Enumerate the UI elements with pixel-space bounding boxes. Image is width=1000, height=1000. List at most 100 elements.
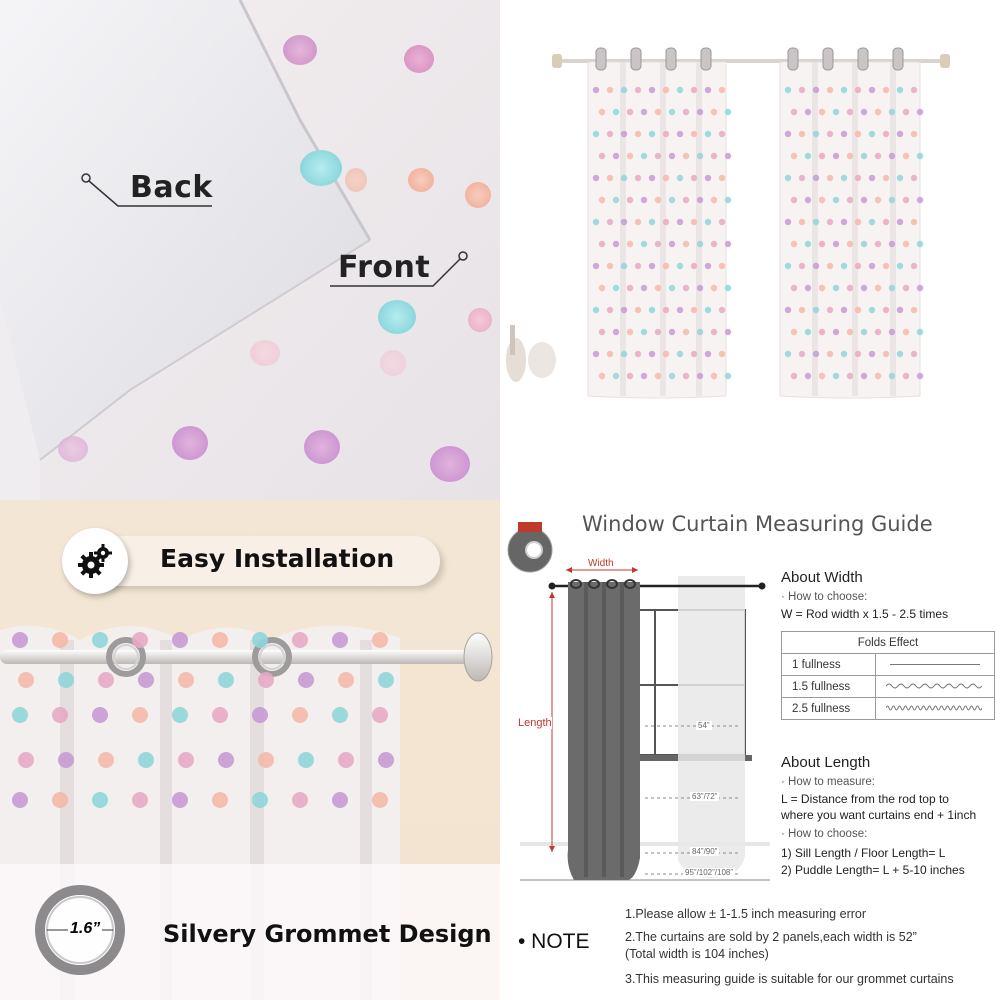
pompom-dot <box>626 328 634 336</box>
pompom-dot <box>832 240 840 248</box>
pompom-dot <box>696 284 704 292</box>
length-label: Length <box>518 717 552 729</box>
pompom-dot <box>606 86 614 94</box>
pompom-dot <box>626 284 634 292</box>
pompom-dot <box>592 174 600 182</box>
pompom-dot <box>668 284 676 292</box>
pompom-dot <box>888 284 896 292</box>
pompom-dot <box>790 240 798 248</box>
pompom-dot <box>338 752 354 768</box>
pompom-dot <box>606 130 614 138</box>
pompom-dot <box>860 240 868 248</box>
pompom-dot <box>818 196 826 204</box>
pompom-dot <box>612 328 620 336</box>
pompom-dot <box>846 240 854 248</box>
pompom-dot <box>882 218 890 226</box>
pompom-dot <box>784 350 792 358</box>
length-how-to-choose: · How to choose: <box>781 828 868 840</box>
pompom <box>250 340 280 366</box>
pompom-dot <box>812 174 820 182</box>
pompom-dot <box>846 108 854 116</box>
pompom-dot <box>784 262 792 270</box>
table-row: 2.5 fullness <box>781 697 995 720</box>
pompom-dot <box>874 372 882 380</box>
pompom-dot <box>868 130 876 138</box>
pompom-dot <box>710 240 718 248</box>
pompom-dot <box>682 372 690 380</box>
mark-84-90: 84”/90” <box>690 847 720 856</box>
pompom <box>430 446 470 482</box>
grommet-design-caption: Silvery Grommet Design <box>163 920 492 948</box>
pompom-dot <box>132 792 148 808</box>
pompom-dot <box>690 174 698 182</box>
pompom-dot <box>620 130 628 138</box>
pompom-dot <box>798 262 806 270</box>
pompom-dot <box>798 130 806 138</box>
pompom-dot <box>634 262 642 270</box>
pompom-dot <box>832 328 840 336</box>
pompom-dot <box>790 196 798 204</box>
pompom-dot <box>338 672 354 688</box>
pompom-dot <box>910 262 918 270</box>
pompom-dot <box>634 350 642 358</box>
pompom-dot <box>620 174 628 182</box>
pompom-dot <box>682 328 690 336</box>
pompom-dot <box>826 174 834 182</box>
pompom-dot <box>854 306 862 314</box>
pompom-dot <box>598 108 606 116</box>
pompom-dot <box>888 152 896 160</box>
pompom-dot <box>606 306 614 314</box>
pompom-dot <box>662 306 670 314</box>
pompom-dot <box>902 152 910 160</box>
pompom-dot <box>18 752 34 768</box>
pompom-dot <box>804 196 812 204</box>
pompom-dot <box>634 130 642 138</box>
pompom-dot <box>292 632 308 648</box>
pompom-dot <box>804 284 812 292</box>
pompom-dot <box>868 86 876 94</box>
pompom-dot <box>626 372 634 380</box>
pompom-dot <box>668 328 676 336</box>
pompom-dot <box>640 328 648 336</box>
grommet-size-label: 1.6” <box>68 920 103 938</box>
note-line-4: 3.This measuring guide is suitable for o… <box>625 972 954 986</box>
table-row: 1 fullness <box>781 653 995 676</box>
pompom-dot <box>654 284 662 292</box>
pompom-dot <box>888 240 896 248</box>
pompom-dot <box>654 196 662 204</box>
pompom-dot <box>718 174 726 182</box>
pompom-dot <box>854 350 862 358</box>
pompom-dot <box>840 262 848 270</box>
about-length-heading: About Length <box>781 754 871 771</box>
pompom-dot <box>620 86 628 94</box>
pompom-dot <box>640 372 648 380</box>
pompom-dot <box>784 86 792 94</box>
pompom-dot <box>854 86 862 94</box>
pompom-dot <box>718 262 726 270</box>
pompom-dot <box>298 752 314 768</box>
pompom-dot <box>826 218 834 226</box>
pompom-dot <box>612 108 620 116</box>
fullness-label: 2.5 fullness <box>781 697 876 720</box>
pompom-dot <box>696 372 704 380</box>
pompom-dot <box>710 196 718 204</box>
note-line-3: (Total width is 104 inches) <box>625 947 769 961</box>
pompom-dot <box>598 284 606 292</box>
pompom-dot <box>874 108 882 116</box>
pompom-dot <box>882 130 890 138</box>
pompom-dot <box>724 152 732 160</box>
mark-95-102-108: 95”/102”/108” <box>683 868 736 877</box>
pompom-dot <box>818 240 826 248</box>
pompom-dot <box>854 174 862 182</box>
pompom-dot <box>798 174 806 182</box>
pompom-dot <box>258 752 274 768</box>
length-measure-line2: where you want curtains end + 1inch <box>781 808 977 822</box>
pompom-dot <box>676 262 684 270</box>
pompom-dot <box>252 792 268 808</box>
fold-sample <box>875 675 995 698</box>
pompom-dot <box>592 130 600 138</box>
pompom-dot <box>916 196 924 204</box>
pompom-dot <box>804 372 812 380</box>
pompom-dot <box>902 328 910 336</box>
pompom-dot <box>798 350 806 358</box>
